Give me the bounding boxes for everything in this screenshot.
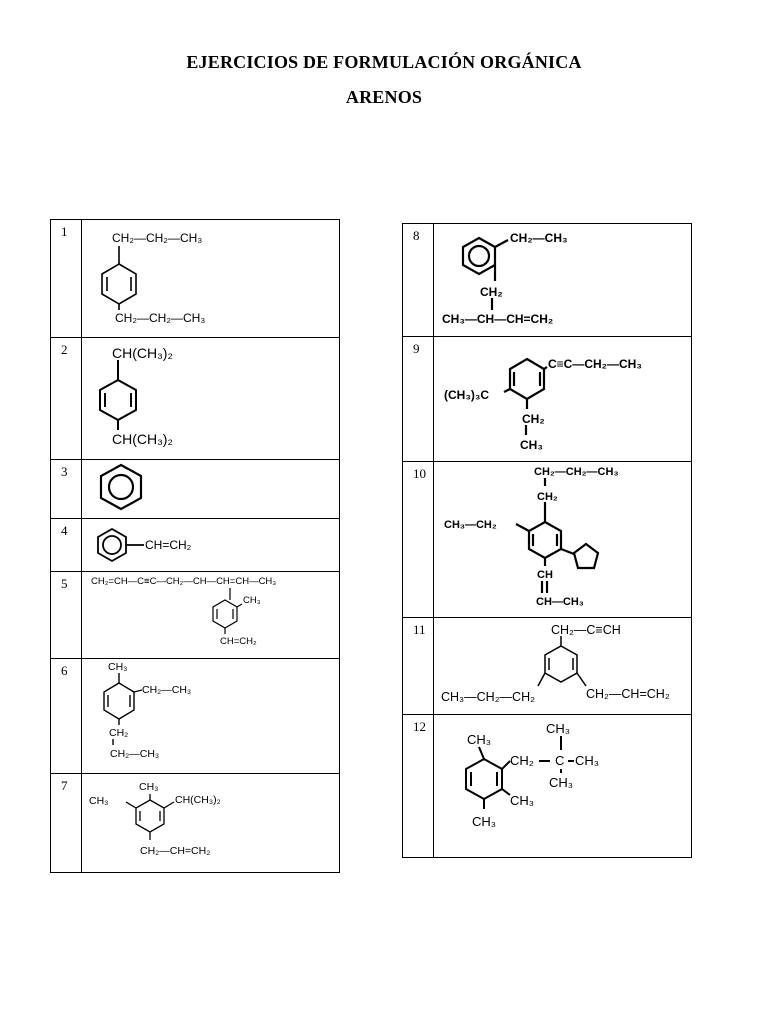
substituent-label: CH—CH₃: [536, 596, 584, 608]
structure-cell: CH₃ CH₂—CH₃ CH₂ CH₂—CH₃: [81, 658, 340, 774]
exercise-row: 6 CH₃ CH₂—CH₃ CH₂ CH₂—CH₃: [50, 658, 340, 774]
substituent-label: CH(CH₃)₂: [175, 794, 221, 806]
substituent-label: CH₃: [472, 814, 496, 829]
exercise-table-right: 8 CH₂—CH₃ CH₂ CH₃—CH—CH=CH₂ 9: [402, 223, 692, 858]
substituent-label: CH₃: [108, 661, 127, 673]
structure-6-drawing: CH₃ CH₂—CH₃ CH₂ CH₂—CH₃: [103, 661, 191, 760]
exercise-table-left: 1 CH₂—CH₂—CH₃ CH₂—CH₂—CH₃ 2: [50, 219, 340, 873]
substituent-label: C≡C—CH₂—CH₃: [548, 357, 642, 371]
structure-cell: CH₂—CH₂—CH₃ CH₂ CH₃—CH₂ CH CH—CH₃: [433, 461, 692, 618]
exercise-number: 1: [50, 219, 82, 338]
substituent-label: CH₃: [89, 795, 108, 807]
structure-cell: CH=CH₂: [81, 518, 340, 572]
substituent-label: CH₂: [537, 491, 558, 503]
substituent-label: CH(CH₃)₂: [112, 431, 173, 447]
substituent-label: CH: [537, 569, 553, 581]
substituent-label: CH=CH₂: [220, 636, 257, 647]
substituent-label: CH=CH₂: [145, 538, 192, 552]
exercise-number: 10: [402, 461, 434, 618]
exercise-number: 11: [402, 617, 434, 715]
substituent-label: CH₃: [546, 721, 570, 736]
substituent-label: CH₂—CH₃: [510, 231, 568, 245]
substituent-label: (CH₃)₃C: [444, 388, 489, 402]
exercise-number: 8: [402, 223, 434, 337]
substituent-label: CH₃: [510, 793, 534, 808]
exercise-number: 9: [402, 336, 434, 462]
exercise-row: 9 C≡C—CH₂—CH₃ (CH₃)₃C CH₂ CH₃: [402, 336, 692, 462]
exercise-number: 4: [50, 518, 82, 572]
exercise-row: 2 CH(CH₃)₂ CH(CH₃)₂: [50, 337, 340, 460]
substituent-label: CH₂—CH₂—CH₃: [112, 231, 202, 245]
exercise-number: 7: [50, 773, 82, 873]
structure-7-drawing: CH₃ CH₃ CH(CH₃)₂ CH₂—CH=CH₂: [89, 781, 221, 857]
exercise-row: 3: [50, 459, 340, 519]
structure-cell: CH₃ CH₃ CH₂ C CH₃ CH₃ CH₃ CH₃: [433, 714, 692, 858]
exercise-number: 5: [50, 571, 82, 659]
exercise-row: 1 CH₂—CH₂—CH₃ CH₂—CH₂—CH₃: [50, 219, 340, 338]
main-chain-label: CH₂=CH—C≡C—CH₂—CH—CH=CH—CH₃: [91, 576, 276, 587]
exercise-row: 7 CH₃ CH₃ CH(CH₃)₂ CH₂—CH=CH₂: [50, 773, 340, 873]
structure-cell: CH₂—C≡CH CH₃—CH₂—CH₂ CH₂—CH=CH₂: [433, 617, 692, 715]
substituent-label: CH₂—CH=CH₂: [586, 687, 670, 701]
structure-cell: CH₂—CH₂—CH₃ CH₂—CH₂—CH₃: [81, 219, 340, 338]
substituent-label: CH₂—CH=CH₂: [140, 845, 210, 857]
substituent-label: CH₂: [109, 727, 128, 739]
structure-10-drawing: CH₂—CH₂—CH₃ CH₂ CH₃—CH₂ CH CH—CH₃: [444, 466, 619, 608]
structure-11-drawing: CH₂—C≡CH CH₃—CH₂—CH₂ CH₂—CH=CH₂: [441, 623, 670, 704]
substituent-label: CH₃: [549, 775, 573, 790]
structure-cell: CH(CH₃)₂ CH(CH₃)₂: [81, 337, 340, 460]
structure-8-drawing: CH₂—CH₃ CH₂ CH₃—CH—CH=CH₂: [442, 231, 568, 326]
page-subtitle: ARENOS: [345, 87, 423, 107]
structure-cell: [81, 459, 340, 519]
exercise-row: 10 CH₂—CH₂—CH₃ CH₂ CH₃—CH₂: [402, 461, 692, 618]
substituent-label: CH₃: [520, 438, 543, 452]
substituent-label: C: [555, 753, 564, 768]
structure-3-drawing: [99, 463, 143, 511]
substituent-label: CH(CH₃)₂: [112, 345, 173, 361]
substituent-label: CH₂—CH₃: [142, 684, 191, 696]
structure-1-drawing: CH₂—CH₂—CH₃ CH₂—CH₂—CH₃: [101, 231, 205, 325]
structure-2-drawing: CH(CH₃)₂ CH(CH₃)₂: [99, 345, 173, 447]
substituent-label: CH₂—CH₂—CH₃: [534, 466, 619, 478]
exercise-number: 12: [402, 714, 434, 858]
exercise-row: 4 CH=CH₂: [50, 518, 340, 572]
structure-9-drawing: C≡C—CH₂—CH₃ (CH₃)₃C CH₂ CH₃: [444, 357, 642, 452]
exercise-number: 2: [50, 337, 82, 460]
exercise-row: 11 CH₂—C≡CH CH₃—CH₂—CH₂ CH₂—CH=CH₂: [402, 617, 692, 715]
structure-12-drawing: CH₃ CH₃ CH₂ C CH₃ CH₃ CH₃ CH₃: [465, 721, 599, 829]
structure-4-drawing: CH=CH₂: [97, 527, 192, 563]
substituent-label: CH₂—CH₂—CH₃: [115, 311, 205, 325]
substituent-label: CH₂—C≡CH: [551, 623, 621, 637]
substituent-label: CH₃: [139, 781, 158, 793]
structure-cell: CH₃ CH₃ CH(CH₃)₂ CH₂—CH=CH₂: [81, 773, 340, 873]
structure-cell: CH₂=CH—C≡C—CH₂—CH—CH=CH—CH₃ CH₃ CH=CH₂: [81, 571, 340, 659]
structure-cell: C≡C—CH₂—CH₃ (CH₃)₃C CH₂ CH₃: [433, 336, 692, 462]
substituent-label: CH₃—CH₂: [444, 519, 497, 531]
exercise-number: 3: [50, 459, 82, 519]
exercise-row: 12 CH₃ CH₃ CH₂ C CH₃: [402, 714, 692, 858]
exercise-row: 5 CH₂=CH—C≡C—CH₂—CH—CH=CH—CH₃ CH₃ CH=CH₂: [50, 571, 340, 659]
exercise-row: 8 CH₂—CH₃ CH₂ CH₃—CH—CH=CH₂: [402, 223, 692, 337]
substituent-label: CH₃: [467, 732, 491, 747]
page-title: EJERCICIOS DE FORMULACIÓN ORGÁNICA: [186, 52, 582, 72]
structure-cell: CH₂—CH₃ CH₂ CH₃—CH—CH=CH₂: [433, 223, 692, 337]
substituent-label: CH₂: [480, 285, 503, 299]
substituent-label: CH₃—CH—CH=CH₂: [442, 312, 553, 326]
exercise-number: 6: [50, 658, 82, 774]
substituent-label: CH₃: [243, 595, 261, 606]
substituent-label: CH₂: [510, 753, 534, 768]
substituent-label: CH₂—CH₃: [110, 748, 159, 760]
substituent-label: CH₃: [575, 753, 599, 768]
substituent-label: CH₂: [522, 412, 545, 426]
substituent-label: CH₃—CH₂—CH₂: [441, 690, 535, 704]
structure-5-drawing: CH₂=CH—C≡C—CH₂—CH—CH=CH—CH₃ CH₃ CH=CH₂: [91, 576, 276, 647]
